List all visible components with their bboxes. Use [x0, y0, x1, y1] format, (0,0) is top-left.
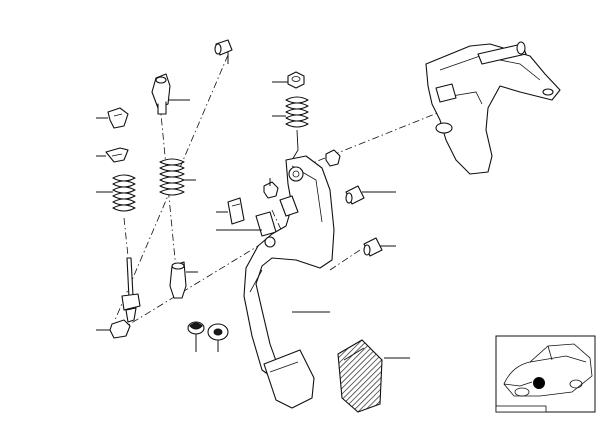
pivot-pin-part — [345, 185, 365, 205]
pedal-lever-part — [243, 155, 335, 381]
car-thumbnail-icon — [495, 335, 596, 413]
compression-spring-left — [112, 174, 136, 214]
rod-end-part — [169, 261, 187, 299]
plate-part — [255, 211, 277, 237]
pedal-pad-attached — [263, 349, 315, 409]
bushing-part — [151, 73, 171, 115]
clip-nut-part — [109, 319, 131, 339]
bolt-part — [325, 149, 341, 167]
axis-lines — [114, 54, 446, 331]
push-rod-part — [121, 257, 141, 323]
retainer-part — [105, 147, 129, 163]
pedal-pad-part — [337, 339, 383, 413]
return-spring-part — [285, 96, 309, 161]
stop-pin-part — [363, 237, 383, 257]
washer-part — [207, 323, 229, 341]
mounting-bracket-part — [425, 41, 561, 175]
bracket-part — [227, 197, 245, 225]
small-nut-part — [263, 181, 279, 199]
leader-lines — [96, 52, 410, 359]
nut-part — [287, 71, 305, 89]
spring-center — [159, 158, 185, 196]
clip-part — [107, 107, 129, 129]
location-marker — [533, 377, 545, 389]
bumper-part — [187, 321, 205, 335]
pin-part — [214, 39, 233, 56]
